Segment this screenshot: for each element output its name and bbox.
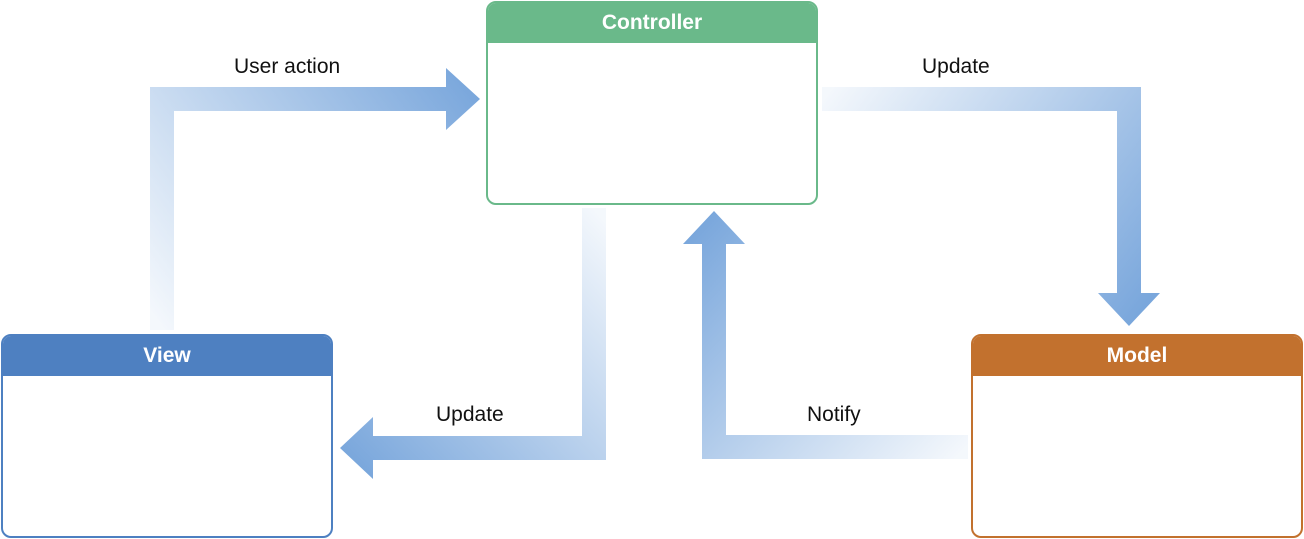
update-model-label: Update (922, 55, 990, 78)
model-box: Model (971, 334, 1303, 538)
update-view-arrow (340, 208, 606, 479)
controller-box: Controller (486, 1, 818, 205)
notify-arrow (683, 211, 968, 459)
notify-label: Notify (807, 403, 861, 426)
controller-title: Controller (488, 3, 816, 43)
user-action-arrow (150, 68, 480, 330)
view-box: View (1, 334, 333, 538)
update-view-label: Update (436, 403, 504, 426)
user-action-label: User action (234, 55, 341, 78)
update-model-arrow (822, 87, 1160, 326)
model-title: Model (973, 336, 1301, 376)
view-title: View (3, 336, 331, 376)
